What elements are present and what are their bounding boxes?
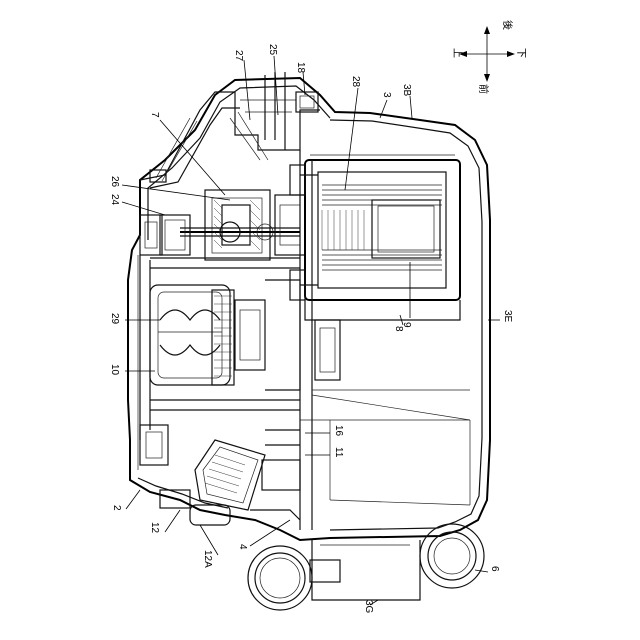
ref-3B: 3B [401, 84, 412, 97]
ref-25: 25 [267, 44, 278, 56]
compass-down-label: 前 [477, 84, 490, 94]
ref-10: 10 [109, 364, 120, 376]
ref-11: 11 [333, 447, 344, 458]
ref-2: 2 [111, 505, 122, 511]
ref-3: 3 [381, 92, 392, 98]
upper-structure [230, 72, 320, 160]
ref-26: 26 [109, 176, 120, 188]
direction-compass [459, 26, 515, 82]
ref-9: 9 [401, 322, 412, 328]
ref-12: 12 [149, 522, 160, 534]
motor-assembly [160, 190, 305, 260]
ref-4: 4 [237, 544, 248, 550]
central-spine [300, 150, 470, 530]
ref-16: 16 [333, 425, 344, 437]
ref-3E: 3E [502, 310, 513, 323]
dust-container [290, 155, 460, 320]
ref-29: 29 [109, 313, 120, 325]
ref-24: 24 [109, 194, 120, 206]
lower-mechanism [160, 430, 300, 525]
ref-6: 6 [489, 566, 500, 572]
ref-27: 27 [233, 50, 244, 62]
ref-7: 7 [149, 112, 160, 118]
left-frame [140, 215, 300, 465]
ref-18: 18 [295, 62, 306, 74]
ref-3G: 3G [363, 600, 374, 614]
handle [140, 92, 240, 188]
compass-up-label: 後 [501, 20, 514, 30]
outer-housing [128, 78, 490, 540]
ref-28: 28 [350, 76, 361, 88]
ref-12A: 12A [202, 550, 213, 568]
battery-unit [150, 280, 300, 390]
compass-right-label: 下 [515, 48, 526, 58]
compass-left-label: 上 [451, 48, 463, 58]
